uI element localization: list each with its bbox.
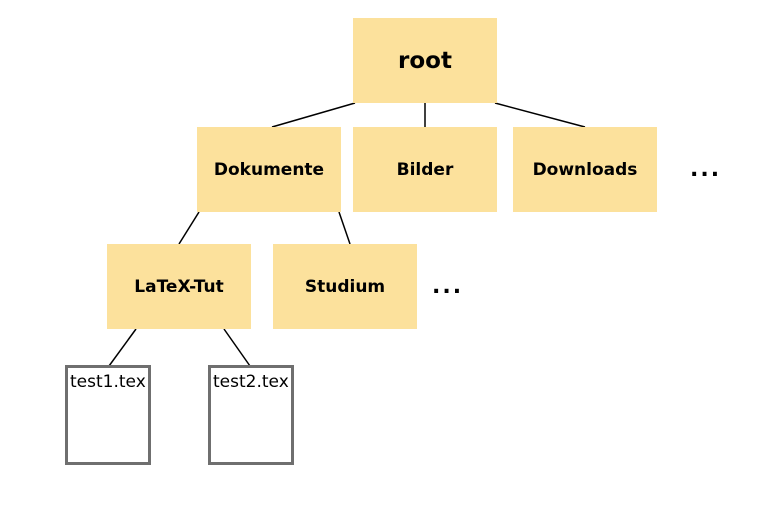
node-bilder: Bilder bbox=[353, 127, 497, 212]
more-folders-level1: ... bbox=[690, 127, 730, 212]
node-dokumente-label: Dokumente bbox=[213, 159, 325, 180]
node-downloads: Downloads bbox=[513, 127, 657, 212]
node-dokumente: Dokumente bbox=[197, 127, 341, 212]
node-test2: test2.tex bbox=[208, 365, 294, 465]
edge-dokumente-latex-tut bbox=[178, 211, 200, 245]
node-latex-tut: LaTeX-Tut bbox=[107, 244, 251, 329]
more-folders-level2-label: ... bbox=[432, 274, 464, 299]
edge-dokumente-studium bbox=[338, 211, 351, 245]
edge-latex-tut-test2 bbox=[223, 328, 251, 367]
edge-root-downloads bbox=[494, 102, 586, 128]
node-test2-label: test2.tex bbox=[213, 372, 289, 392]
node-root-label: root bbox=[398, 47, 452, 74]
more-folders-level1-label: ... bbox=[690, 157, 722, 182]
node-latex-tut-label: LaTeX-Tut bbox=[134, 276, 224, 297]
node-downloads-label: Downloads bbox=[532, 159, 638, 180]
edge-latex-tut-test1 bbox=[108, 328, 137, 367]
node-root: root bbox=[353, 18, 497, 103]
node-studium: Studium bbox=[273, 244, 417, 329]
node-test1-label: test1.tex bbox=[70, 372, 146, 392]
edge-root-dokumente bbox=[271, 102, 356, 128]
node-bilder-label: Bilder bbox=[396, 159, 454, 180]
more-folders-level2: ... bbox=[432, 244, 472, 329]
node-studium-label: Studium bbox=[304, 276, 386, 297]
node-test1: test1.tex bbox=[65, 365, 151, 465]
